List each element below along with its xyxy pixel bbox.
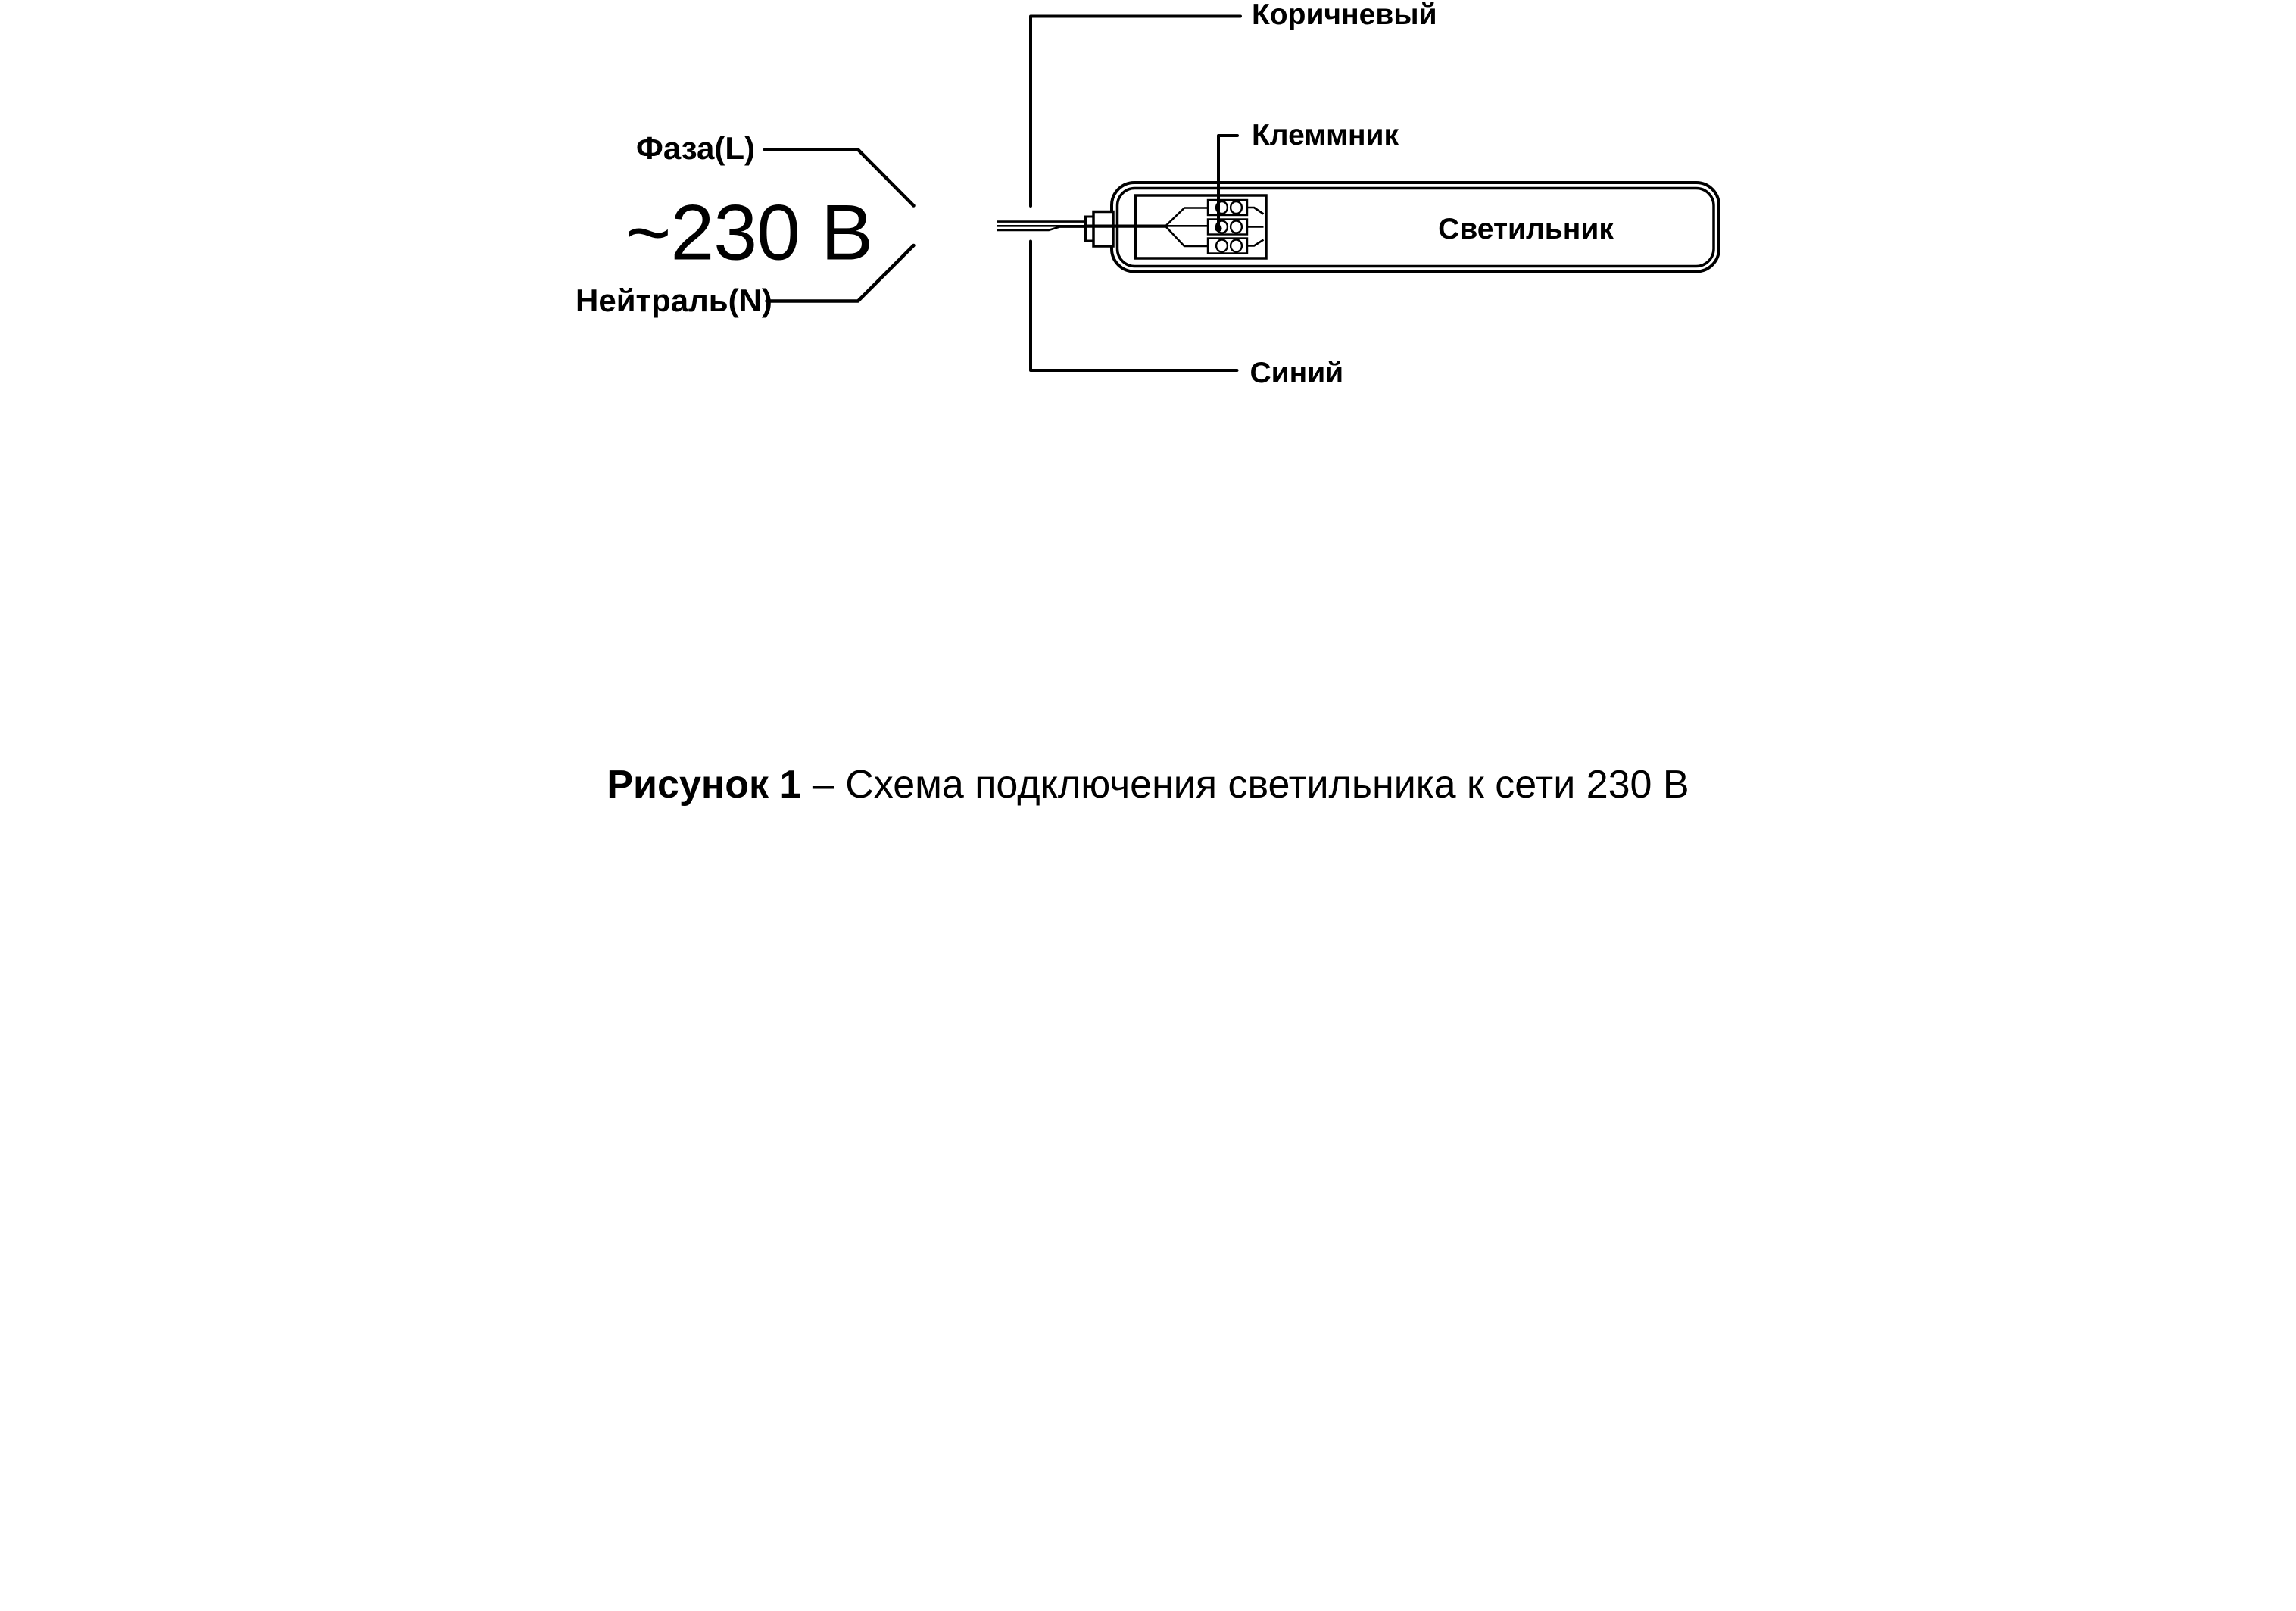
terminal-block-callout-dot [1215, 224, 1222, 233]
figure-caption-text: – Схема подключения светильника к сети 2… [801, 763, 1689, 806]
brown-wire-label: Коричневый [1252, 0, 1437, 31]
terminal-block-label: Клеммник [1252, 119, 1399, 151]
phase-label: Фаза(L) [636, 130, 755, 166]
brown-callout-line [1029, 14, 1242, 208]
cable-gland-large [1092, 210, 1115, 248]
terminal-lead-bottom [1247, 239, 1265, 247]
neutral-callout-line [765, 243, 916, 303]
terminal-lead-top [1247, 206, 1265, 215]
figure-caption-number: Рисунок 1 [607, 763, 801, 806]
figure-caption: Рисунок 1 – Схема подключения светильник… [607, 763, 1689, 806]
terminal-contact [1229, 239, 1243, 253]
blue-wire-label: Синий [1250, 357, 1344, 389]
terminal-block-callout-line [1217, 134, 1239, 229]
phase-callout-line [763, 148, 916, 208]
luminaire-inner-outline [1115, 186, 1715, 268]
blue-callout-line [1029, 239, 1239, 372]
fanout-wire-bottom [1165, 225, 1209, 248]
terminal-contact [1229, 200, 1243, 215]
neutral-label: Нейтраль(N) [576, 283, 772, 318]
wiring-diagram-canvas: Фаза(L) ~230 В Нейтраль(N) Коричневый Кл… [574, 0, 1722, 806]
fanout-wire-top [1165, 207, 1209, 227]
terminal-contact [1229, 220, 1243, 234]
luminaire-label: Светильник [1438, 213, 1614, 245]
voltage-label: ~230 В [625, 189, 873, 277]
terminal-contact [1215, 200, 1229, 215]
terminal-contact [1215, 239, 1229, 253]
wire-bottom [997, 226, 1086, 232]
